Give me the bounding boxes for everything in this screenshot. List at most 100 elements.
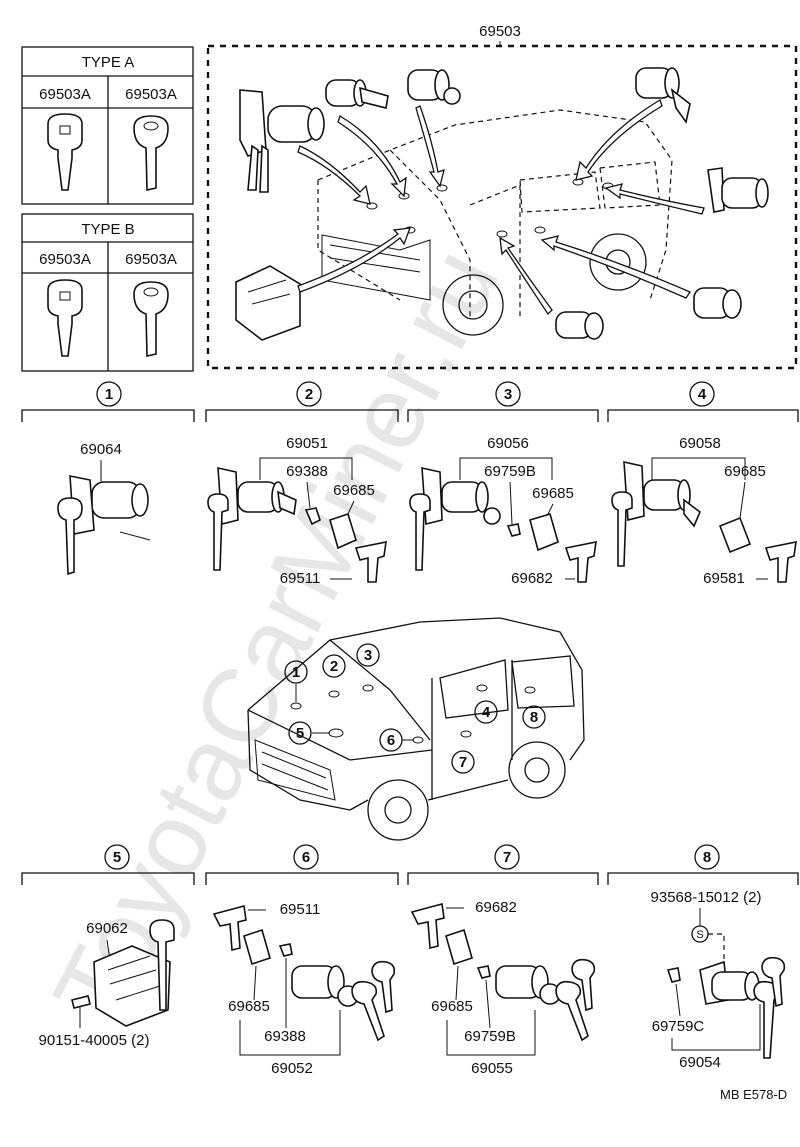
part-number: 69759C xyxy=(652,1018,705,1035)
part-number: 69388 xyxy=(264,1028,306,1045)
section-number: 5 xyxy=(113,849,121,866)
arrow-icon xyxy=(499,236,553,316)
grommet-icon xyxy=(718,516,752,554)
svg-text:S: S xyxy=(696,929,703,941)
section-6: 6 69511 69685 69388 69052 xyxy=(205,844,399,1077)
clip-icon xyxy=(476,965,491,979)
lock-cylinder-icon xyxy=(409,466,501,571)
location-number: 5 xyxy=(296,725,304,742)
screw-icon xyxy=(71,995,91,1009)
part-number: 69055 xyxy=(471,1060,513,1077)
key-icon xyxy=(47,279,83,357)
part-number: 69685 xyxy=(532,485,574,502)
section-2: 2 69051 69388 69685 69511 xyxy=(205,381,399,587)
section-number: 2 xyxy=(305,386,313,403)
part-number: 69511 xyxy=(280,901,321,918)
retainer-clip-icon xyxy=(410,902,445,950)
part-number: 69054 xyxy=(679,1054,721,1071)
callout-circle xyxy=(296,381,322,407)
callout-circle xyxy=(293,844,319,870)
section-4: 4 69058 69685 69581 xyxy=(607,381,799,587)
lock-cylinder-icon xyxy=(291,960,396,1042)
arrow-icon xyxy=(337,115,407,198)
retainer-clip-icon xyxy=(764,540,797,583)
part-number: 69685 xyxy=(333,482,375,499)
hatch-lock-icon xyxy=(235,265,301,341)
arrow-icon xyxy=(604,183,705,215)
callout-circle xyxy=(104,844,130,870)
hatch-lock-icon xyxy=(93,919,175,1027)
part-number: 69056 xyxy=(487,435,529,452)
location-number: 3 xyxy=(364,647,372,664)
part-number: 90151-40005 (2) xyxy=(39,1032,150,1049)
section-number: 7 xyxy=(503,849,511,866)
van-illustration-locations xyxy=(247,617,585,841)
van-illustration-top xyxy=(317,109,673,336)
section-1: 1 69064 xyxy=(21,381,195,576)
part-number: 69511 xyxy=(280,570,321,587)
arrow-icon xyxy=(540,235,691,299)
lock-cylinder-icon xyxy=(693,287,742,319)
key-icon xyxy=(133,281,169,357)
lock-cylinder-icon xyxy=(325,79,389,109)
arrow-icon xyxy=(297,227,411,293)
arrow-icon xyxy=(415,105,445,188)
part-number: 69759B xyxy=(484,463,536,480)
lock-cylinder-icon xyxy=(207,466,297,571)
type-a-title: TYPE A xyxy=(82,54,135,71)
location-number: 1 xyxy=(292,664,300,681)
assembly-frame xyxy=(206,44,798,370)
location-number: 6 xyxy=(387,732,395,749)
key-icon xyxy=(47,113,83,191)
grommet-icon xyxy=(445,928,473,966)
location-number: 4 xyxy=(482,704,491,721)
section-number: 4 xyxy=(698,386,707,403)
type-a-right-part: 69503A xyxy=(125,86,177,103)
part-number: 69685 xyxy=(228,998,270,1015)
lock-cylinder-icon xyxy=(495,958,596,1042)
part-number: 69052 xyxy=(271,1060,313,1077)
part-number: 69058 xyxy=(679,435,721,452)
lock-cylinder-icon xyxy=(239,89,325,193)
part-number: 69388 xyxy=(286,463,328,480)
part-number: 69064 xyxy=(80,441,122,458)
clip-icon xyxy=(506,523,521,537)
type-a-table: TYPE A 69503A 69503A xyxy=(21,46,194,205)
part-number: 69759B xyxy=(464,1028,516,1045)
retainer-clip-icon xyxy=(212,904,247,952)
section-5: 5 69062 90151-40005 (2) xyxy=(21,844,195,1049)
lock-cylinder-icon xyxy=(555,311,604,340)
part-number: 69581 xyxy=(703,570,745,587)
location-number: 7 xyxy=(459,754,467,771)
location-number: 2 xyxy=(330,658,338,675)
callout-circle xyxy=(689,381,715,407)
callout-circle xyxy=(495,381,521,407)
grommet-icon xyxy=(243,928,271,966)
part-number: 69685 xyxy=(431,998,473,1015)
section-number: 1 xyxy=(105,386,113,403)
lock-cylinder-icon xyxy=(707,167,769,213)
key-icon xyxy=(133,115,169,191)
location-number: 8 xyxy=(530,709,538,726)
arrow-icon xyxy=(575,99,663,181)
type-b-left-part: 69503A xyxy=(39,251,91,268)
section-number: 8 xyxy=(703,849,711,866)
retainer-clip-icon xyxy=(354,540,387,583)
callout-circle xyxy=(494,844,520,870)
arrow-icon xyxy=(297,145,371,205)
lock-cylinder-icon xyxy=(57,475,151,576)
retainer-clip-icon xyxy=(564,540,597,583)
callout-circle xyxy=(96,381,122,407)
part-number: 69051 xyxy=(286,435,328,452)
section-number: 6 xyxy=(302,849,310,866)
part-number: 93568-15012 (2) xyxy=(651,889,762,906)
lock-cylinder-icon xyxy=(635,67,691,124)
type-b-title: TYPE B xyxy=(81,221,134,238)
section-8: 8 93568-15012 (2) S 69759C 69054 xyxy=(607,844,799,1071)
assembly-label: 69503 xyxy=(479,23,521,40)
part-number: 69062 xyxy=(86,920,128,937)
section-3: 3 69056 69759B 69685 69682 xyxy=(407,381,599,587)
lock-cylinder-icon xyxy=(699,956,786,1059)
type-b-right-part: 69503A xyxy=(125,251,177,268)
